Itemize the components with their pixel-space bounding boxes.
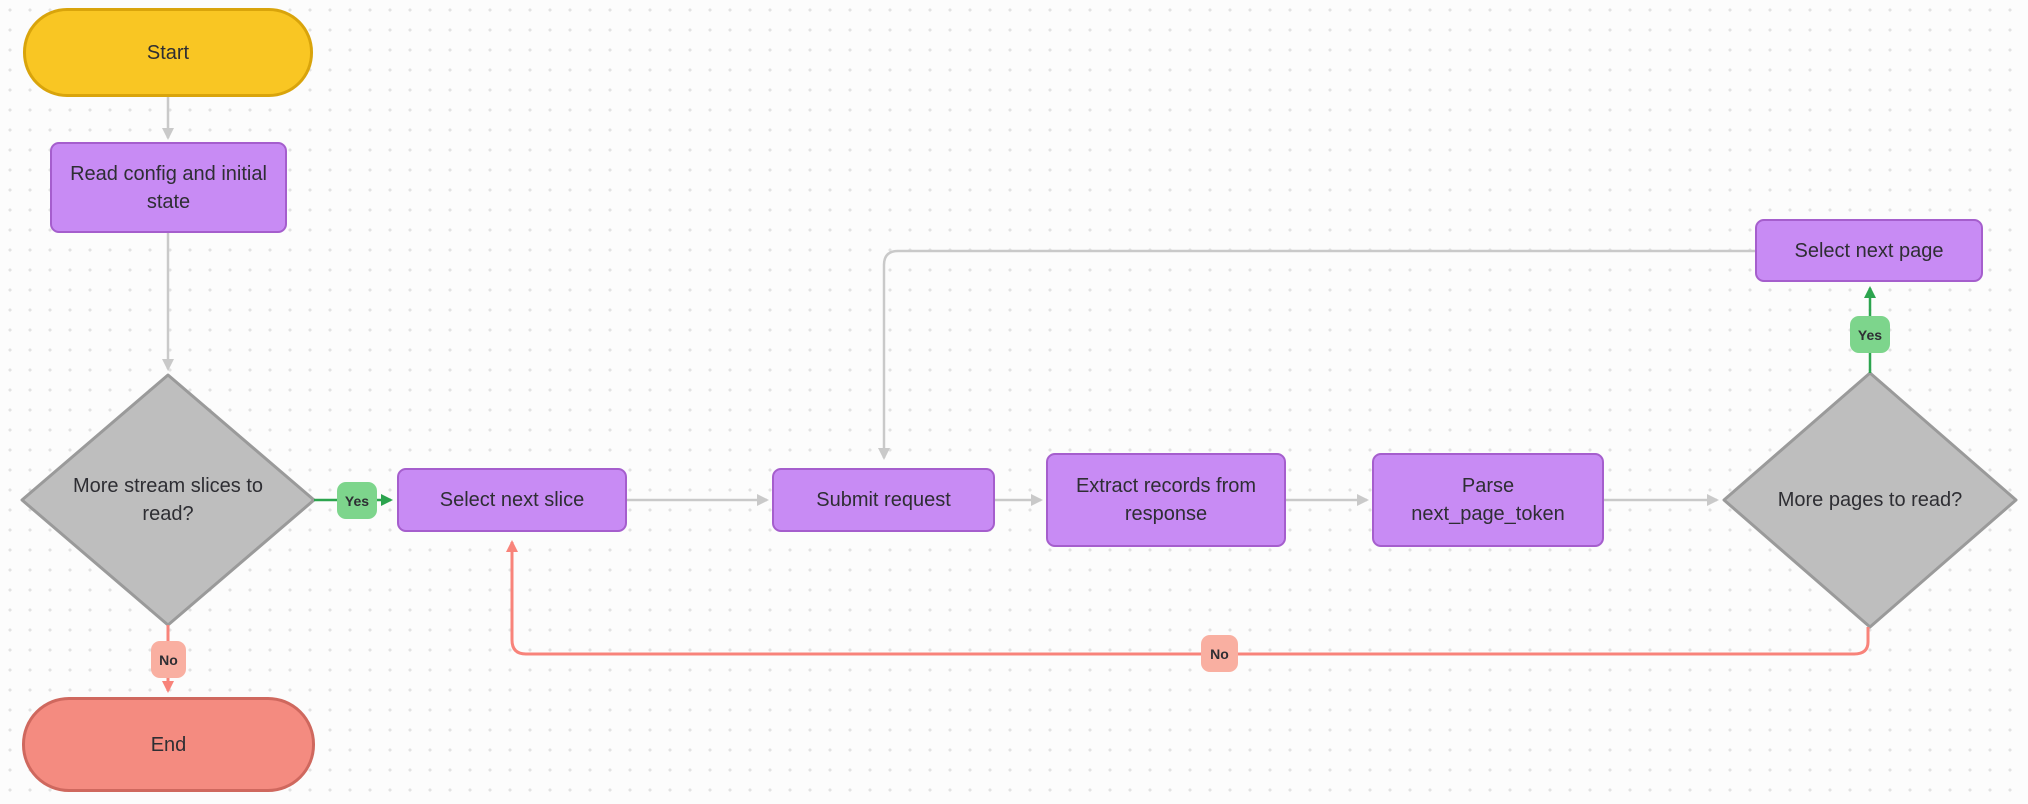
node-parse-next-page-token[interactable]: Parse next_page_token [1372, 453, 1604, 547]
edge-label-no-pages[interactable]: No [1201, 635, 1238, 672]
edge-label-yes-pages[interactable]: Yes [1850, 316, 1890, 353]
node-submit-request[interactable]: Submit request [772, 468, 995, 532]
node-more-slices-label[interactable]: More stream slices to read? [72, 475, 264, 525]
edge-label-no-slices[interactable]: No [151, 641, 186, 678]
edge-more-pages-no-loop [506, 540, 1870, 656]
edge-label-yes-slices[interactable]: Yes [337, 482, 377, 519]
node-select-next-page[interactable]: Select next page [1755, 219, 1983, 282]
node-start[interactable]: Start [23, 8, 313, 97]
edge-select-page-to-submit [878, 249, 1755, 460]
node-select-next-slice[interactable]: Select next slice [397, 468, 627, 532]
node-end[interactable]: End [22, 697, 315, 792]
node-more-pages-label[interactable]: More pages to read? [1777, 489, 1963, 511]
node-extract-records[interactable]: Extract records from response [1046, 453, 1286, 547]
node-read-config[interactable]: Read config and initial state [50, 142, 287, 233]
